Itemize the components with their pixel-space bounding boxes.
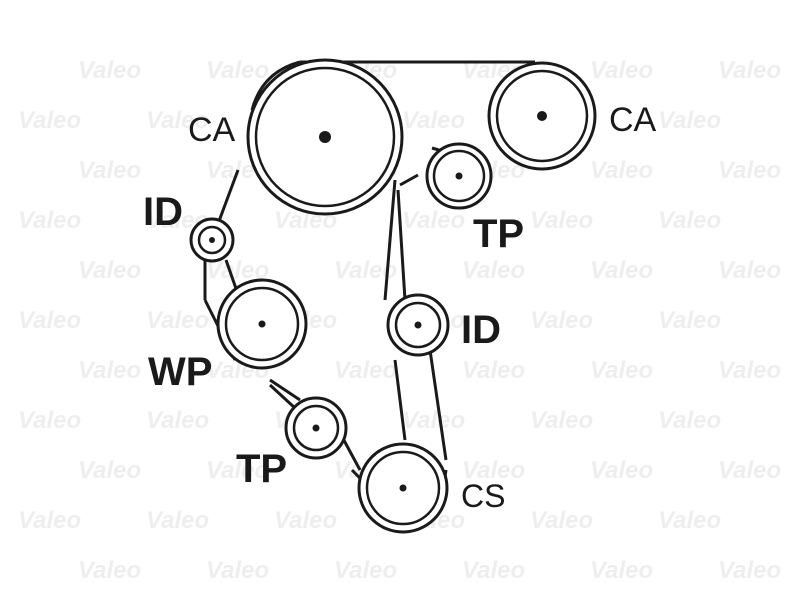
pulley-center-dot bbox=[399, 484, 407, 492]
watermark-text: Valeo bbox=[718, 457, 781, 484]
watermark-text: Valeo bbox=[18, 407, 81, 434]
watermark-text: Valeo bbox=[590, 57, 653, 84]
pulley-center-dot bbox=[414, 321, 422, 329]
watermark-text: Valeo bbox=[18, 507, 81, 534]
watermark-text: Valeo bbox=[78, 157, 141, 184]
watermark-text: Valeo bbox=[590, 257, 653, 284]
label-camshaft-right: CA bbox=[609, 101, 657, 139]
watermark-text: Valeo bbox=[718, 157, 781, 184]
watermark-text: Valeo bbox=[658, 307, 721, 334]
watermark-text: Valeo bbox=[590, 157, 653, 184]
watermark-text: Valeo bbox=[590, 557, 653, 584]
pulleys bbox=[189, 58, 597, 534]
label-crankshaft: CS bbox=[461, 478, 505, 514]
belt-inner-strand bbox=[224, 179, 407, 471]
watermark-text: Valeo bbox=[402, 107, 465, 134]
watermark-text: Valeo bbox=[462, 557, 525, 584]
idler-pulley-left bbox=[189, 217, 235, 263]
tensioner-pulley-left bbox=[284, 396, 348, 460]
tensioner-pulley-right bbox=[425, 142, 493, 210]
pulley-center-dot bbox=[312, 424, 320, 432]
watermark-text: Valeo bbox=[530, 507, 593, 534]
label-water-pump: WP bbox=[148, 350, 212, 394]
watermark-text: Valeo bbox=[718, 257, 781, 284]
watermark-text: Valeo bbox=[402, 407, 465, 434]
watermark-text: Valeo bbox=[658, 207, 721, 234]
water-pump-pulley bbox=[216, 278, 308, 370]
watermark-text: Valeo bbox=[18, 107, 81, 134]
watermark-text: Valeo bbox=[18, 307, 81, 334]
watermark-text: Valeo bbox=[78, 457, 141, 484]
watermark-text: Valeo bbox=[718, 57, 781, 84]
watermark-text: Valeo bbox=[530, 407, 593, 434]
watermark-text: Valeo bbox=[146, 407, 209, 434]
camshaft-pulley-left bbox=[246, 58, 404, 216]
label-camshaft-left: CA bbox=[188, 111, 236, 149]
watermark-text: Valeo bbox=[146, 507, 209, 534]
watermark-text: Valeo bbox=[78, 557, 141, 584]
watermark-text: Valeo bbox=[530, 207, 593, 234]
watermark-text: Valeo bbox=[274, 507, 337, 534]
pulley-center-dot bbox=[258, 320, 266, 328]
watermark-text: Valeo bbox=[718, 557, 781, 584]
watermark-text: Valeo bbox=[462, 257, 525, 284]
watermark-text: Valeo bbox=[530, 307, 593, 334]
label-idler-top: ID bbox=[143, 190, 183, 234]
watermark-text: Valeo bbox=[206, 557, 269, 584]
label-idler-right: ID bbox=[461, 308, 501, 352]
watermark-text: Valeo bbox=[334, 357, 397, 384]
pulley-labels: CA CA ID TP ID WP TP CS bbox=[143, 101, 657, 514]
pulley-center-dot bbox=[455, 172, 463, 180]
camshaft-pulley-right bbox=[487, 61, 597, 171]
watermark-text: Valeo bbox=[462, 357, 525, 384]
watermark-text: Valeo bbox=[78, 57, 141, 84]
pulley-center-dot bbox=[209, 237, 215, 243]
idler-pulley-right bbox=[386, 293, 450, 357]
watermark-text: Valeo bbox=[78, 357, 141, 384]
watermark-text: Valeo bbox=[146, 107, 209, 134]
watermark-text: Valeo bbox=[206, 457, 269, 484]
watermark-text: Valeo bbox=[590, 357, 653, 384]
watermark-text: Valeo bbox=[78, 257, 141, 284]
watermark-text: Valeo bbox=[658, 107, 721, 134]
watermark-text: Valeo bbox=[590, 457, 653, 484]
label-tensioner-right: TP bbox=[473, 212, 524, 256]
watermark-text: Valeo bbox=[718, 357, 781, 384]
watermark-text: Valeo bbox=[462, 457, 525, 484]
watermark-text: Valeo bbox=[658, 507, 721, 534]
label-tensioner-left: TP bbox=[236, 447, 287, 491]
watermark-text: Valeo bbox=[18, 207, 81, 234]
watermark-text: Valeo bbox=[146, 307, 209, 334]
watermark-text: Valeo bbox=[402, 207, 465, 234]
watermark-text: Valeo bbox=[658, 407, 721, 434]
watermark-text: Valeo bbox=[206, 57, 269, 84]
pulley-center-dot bbox=[537, 111, 547, 121]
crankshaft-pulley bbox=[357, 442, 449, 534]
watermark-text: Valeo bbox=[334, 557, 397, 584]
pulley-center-dot bbox=[319, 131, 331, 143]
